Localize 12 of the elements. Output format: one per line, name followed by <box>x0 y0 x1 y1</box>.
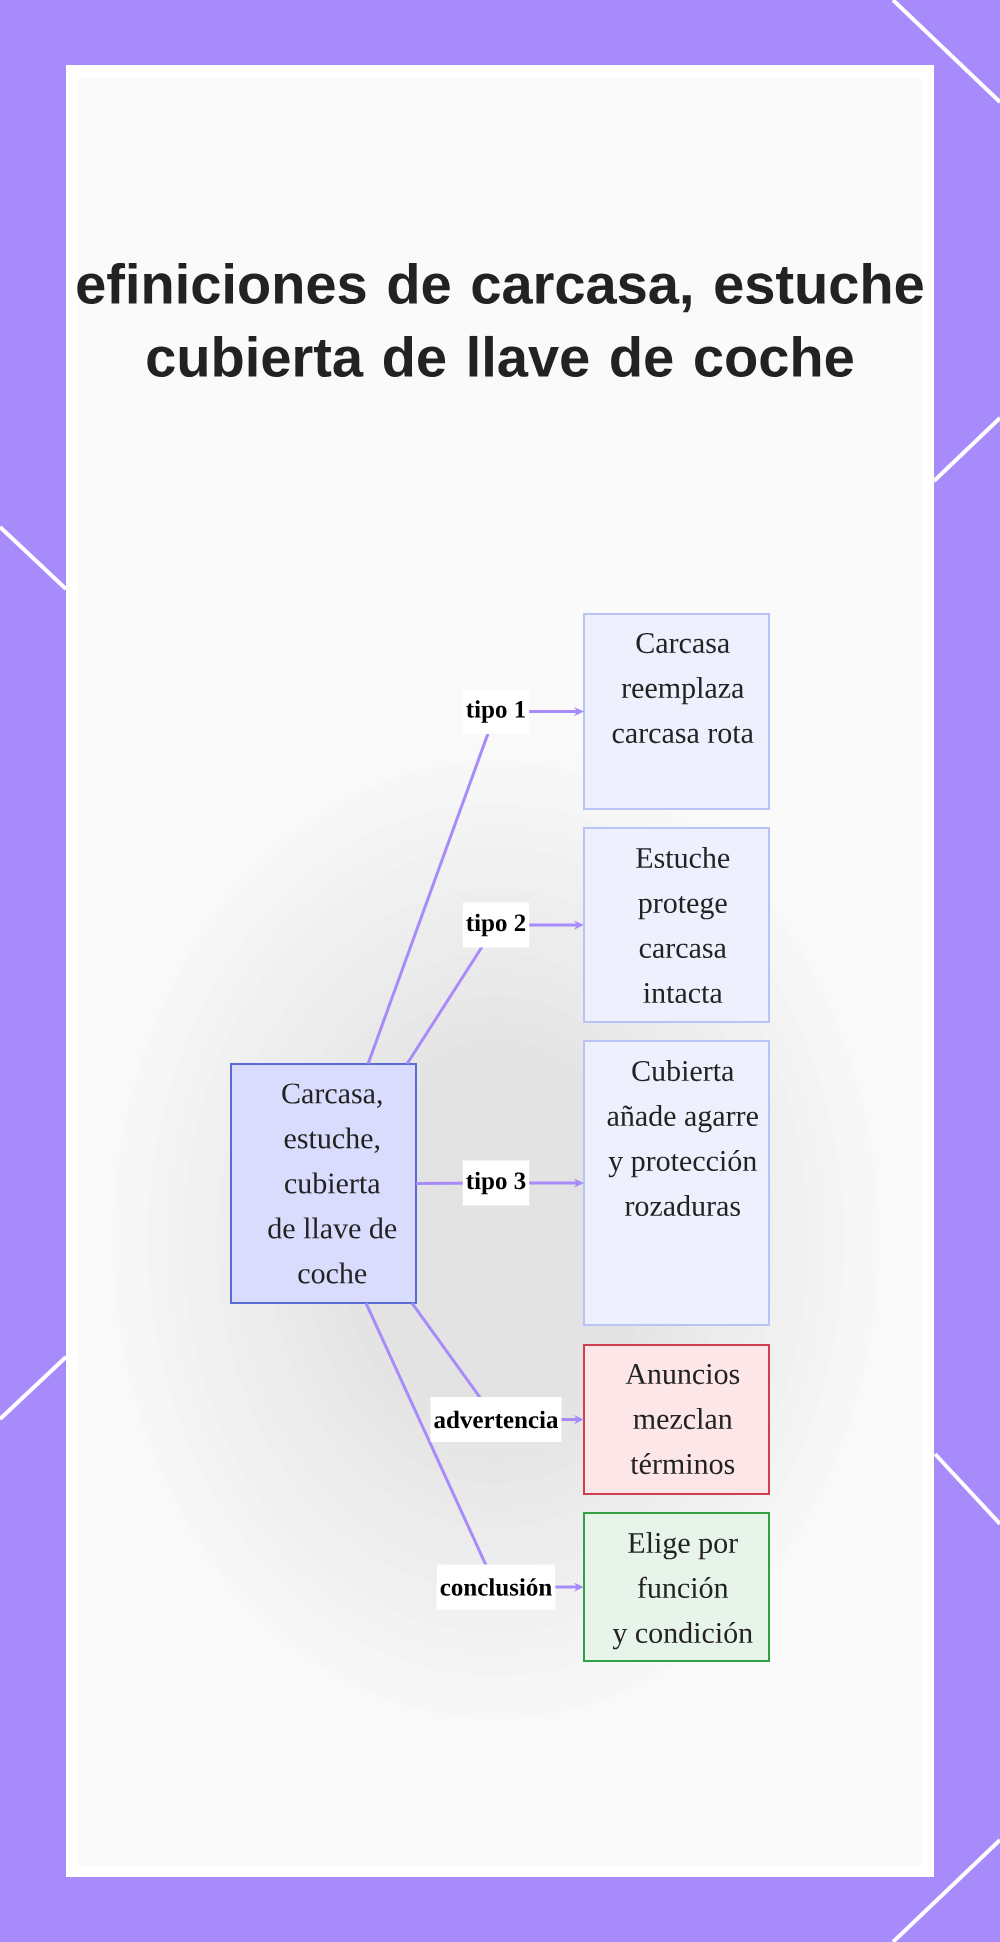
warning-box: Anuncios mezclan términos <box>583 1344 770 1495</box>
title: efiniciones de carcasa, estuche cubierta de llave de coche <box>77 262 923 378</box>
edge-label: tipo 2 <box>462 902 530 948</box>
conclusion-box: Elige por función y condición <box>583 1512 770 1662</box>
definition-box: Carcasa reemplaza carcasa rota <box>583 613 770 810</box>
definition-box: Cubierta añade agarre y protección rozaduras <box>583 1040 770 1326</box>
edge-label: conclusión <box>436 1564 556 1610</box>
definition-box: Estuche protege carcasa intacta <box>583 827 770 1023</box>
edge-label: advertencia <box>430 1397 562 1442</box>
edge-label: tipo 1 <box>462 689 530 734</box>
edge-label: tipo 3 <box>462 1160 530 1206</box>
topic-box: Carcasa, estuche, cubierta de llave de coche <box>230 1063 417 1304</box>
